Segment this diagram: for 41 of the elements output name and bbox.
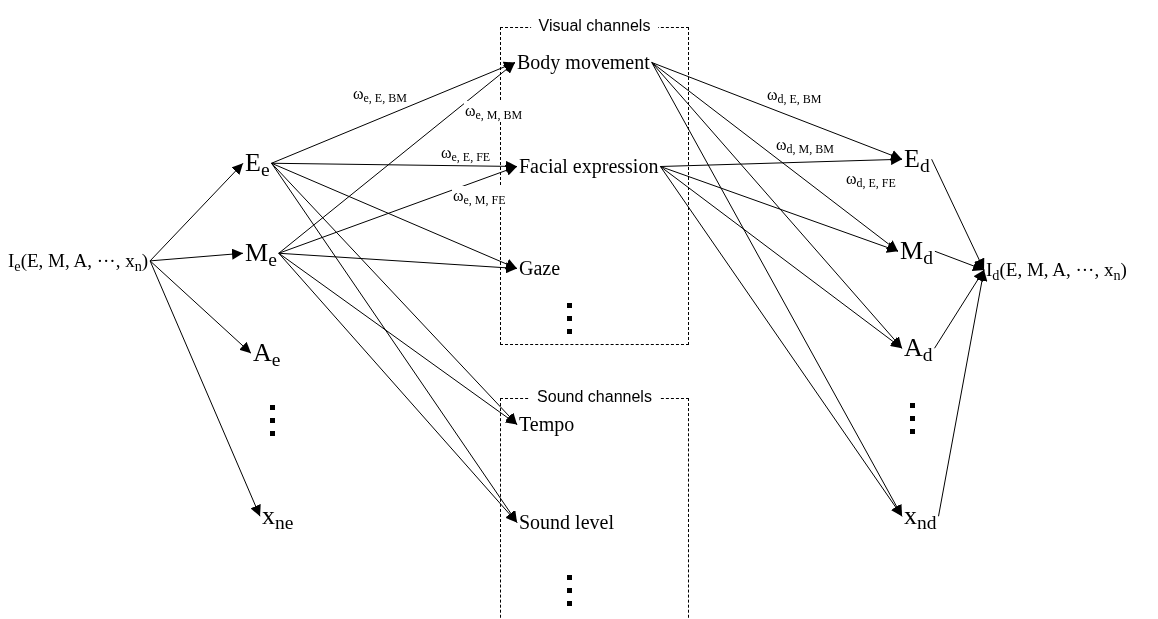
edge-label: ω$_{e, M, BM}$ <box>464 101 524 121</box>
arrow <box>651 62 903 161</box>
arrow <box>659 166 903 517</box>
node-label: x$_{nd}$ <box>902 500 939 533</box>
node-label: A$_{e}$ <box>251 337 283 370</box>
arrow <box>278 252 518 274</box>
arrow <box>271 160 518 172</box>
node-label: M$_{d}$ <box>898 235 935 268</box>
node-label: I$_{e}$(E, M, A, ···, x$_{n}$) <box>6 249 151 273</box>
arrow <box>659 166 899 253</box>
arrow <box>659 154 903 167</box>
node-label: A$_{d}$ <box>902 332 935 365</box>
arrow <box>931 158 985 271</box>
arrow <box>659 166 903 349</box>
arrow <box>278 165 518 254</box>
arrow <box>149 248 244 262</box>
arrow <box>651 62 903 349</box>
arrow <box>934 250 985 272</box>
node-label: I$_{d}$(E, M, A, ···, x$_{n}$) <box>984 258 1129 282</box>
arrow <box>278 252 518 523</box>
arrow <box>149 162 244 262</box>
arrow <box>651 62 899 252</box>
node-label: Body movement <box>515 50 652 75</box>
arrow <box>149 260 261 517</box>
node-label: M$_{e}$ <box>243 237 279 270</box>
edge-label: ω$_{e, M, FE}$ <box>452 186 507 206</box>
arrow <box>271 61 516 164</box>
arrow <box>271 162 518 523</box>
node-label: Gaze <box>517 256 563 281</box>
node-label: E$_{d}$ <box>902 143 932 176</box>
arrow <box>934 269 985 349</box>
node-label: x$_{ne}$ <box>260 500 296 533</box>
arrow <box>938 269 988 517</box>
arrow <box>271 162 518 270</box>
arrow <box>149 260 252 354</box>
node-label: Tempo <box>517 412 577 437</box>
arrow <box>278 62 516 254</box>
node-label: Sound level <box>517 510 616 535</box>
node-label: Facial expression <box>517 154 661 179</box>
arrow <box>278 252 518 425</box>
node-label: E$_{e}$ <box>243 147 272 180</box>
